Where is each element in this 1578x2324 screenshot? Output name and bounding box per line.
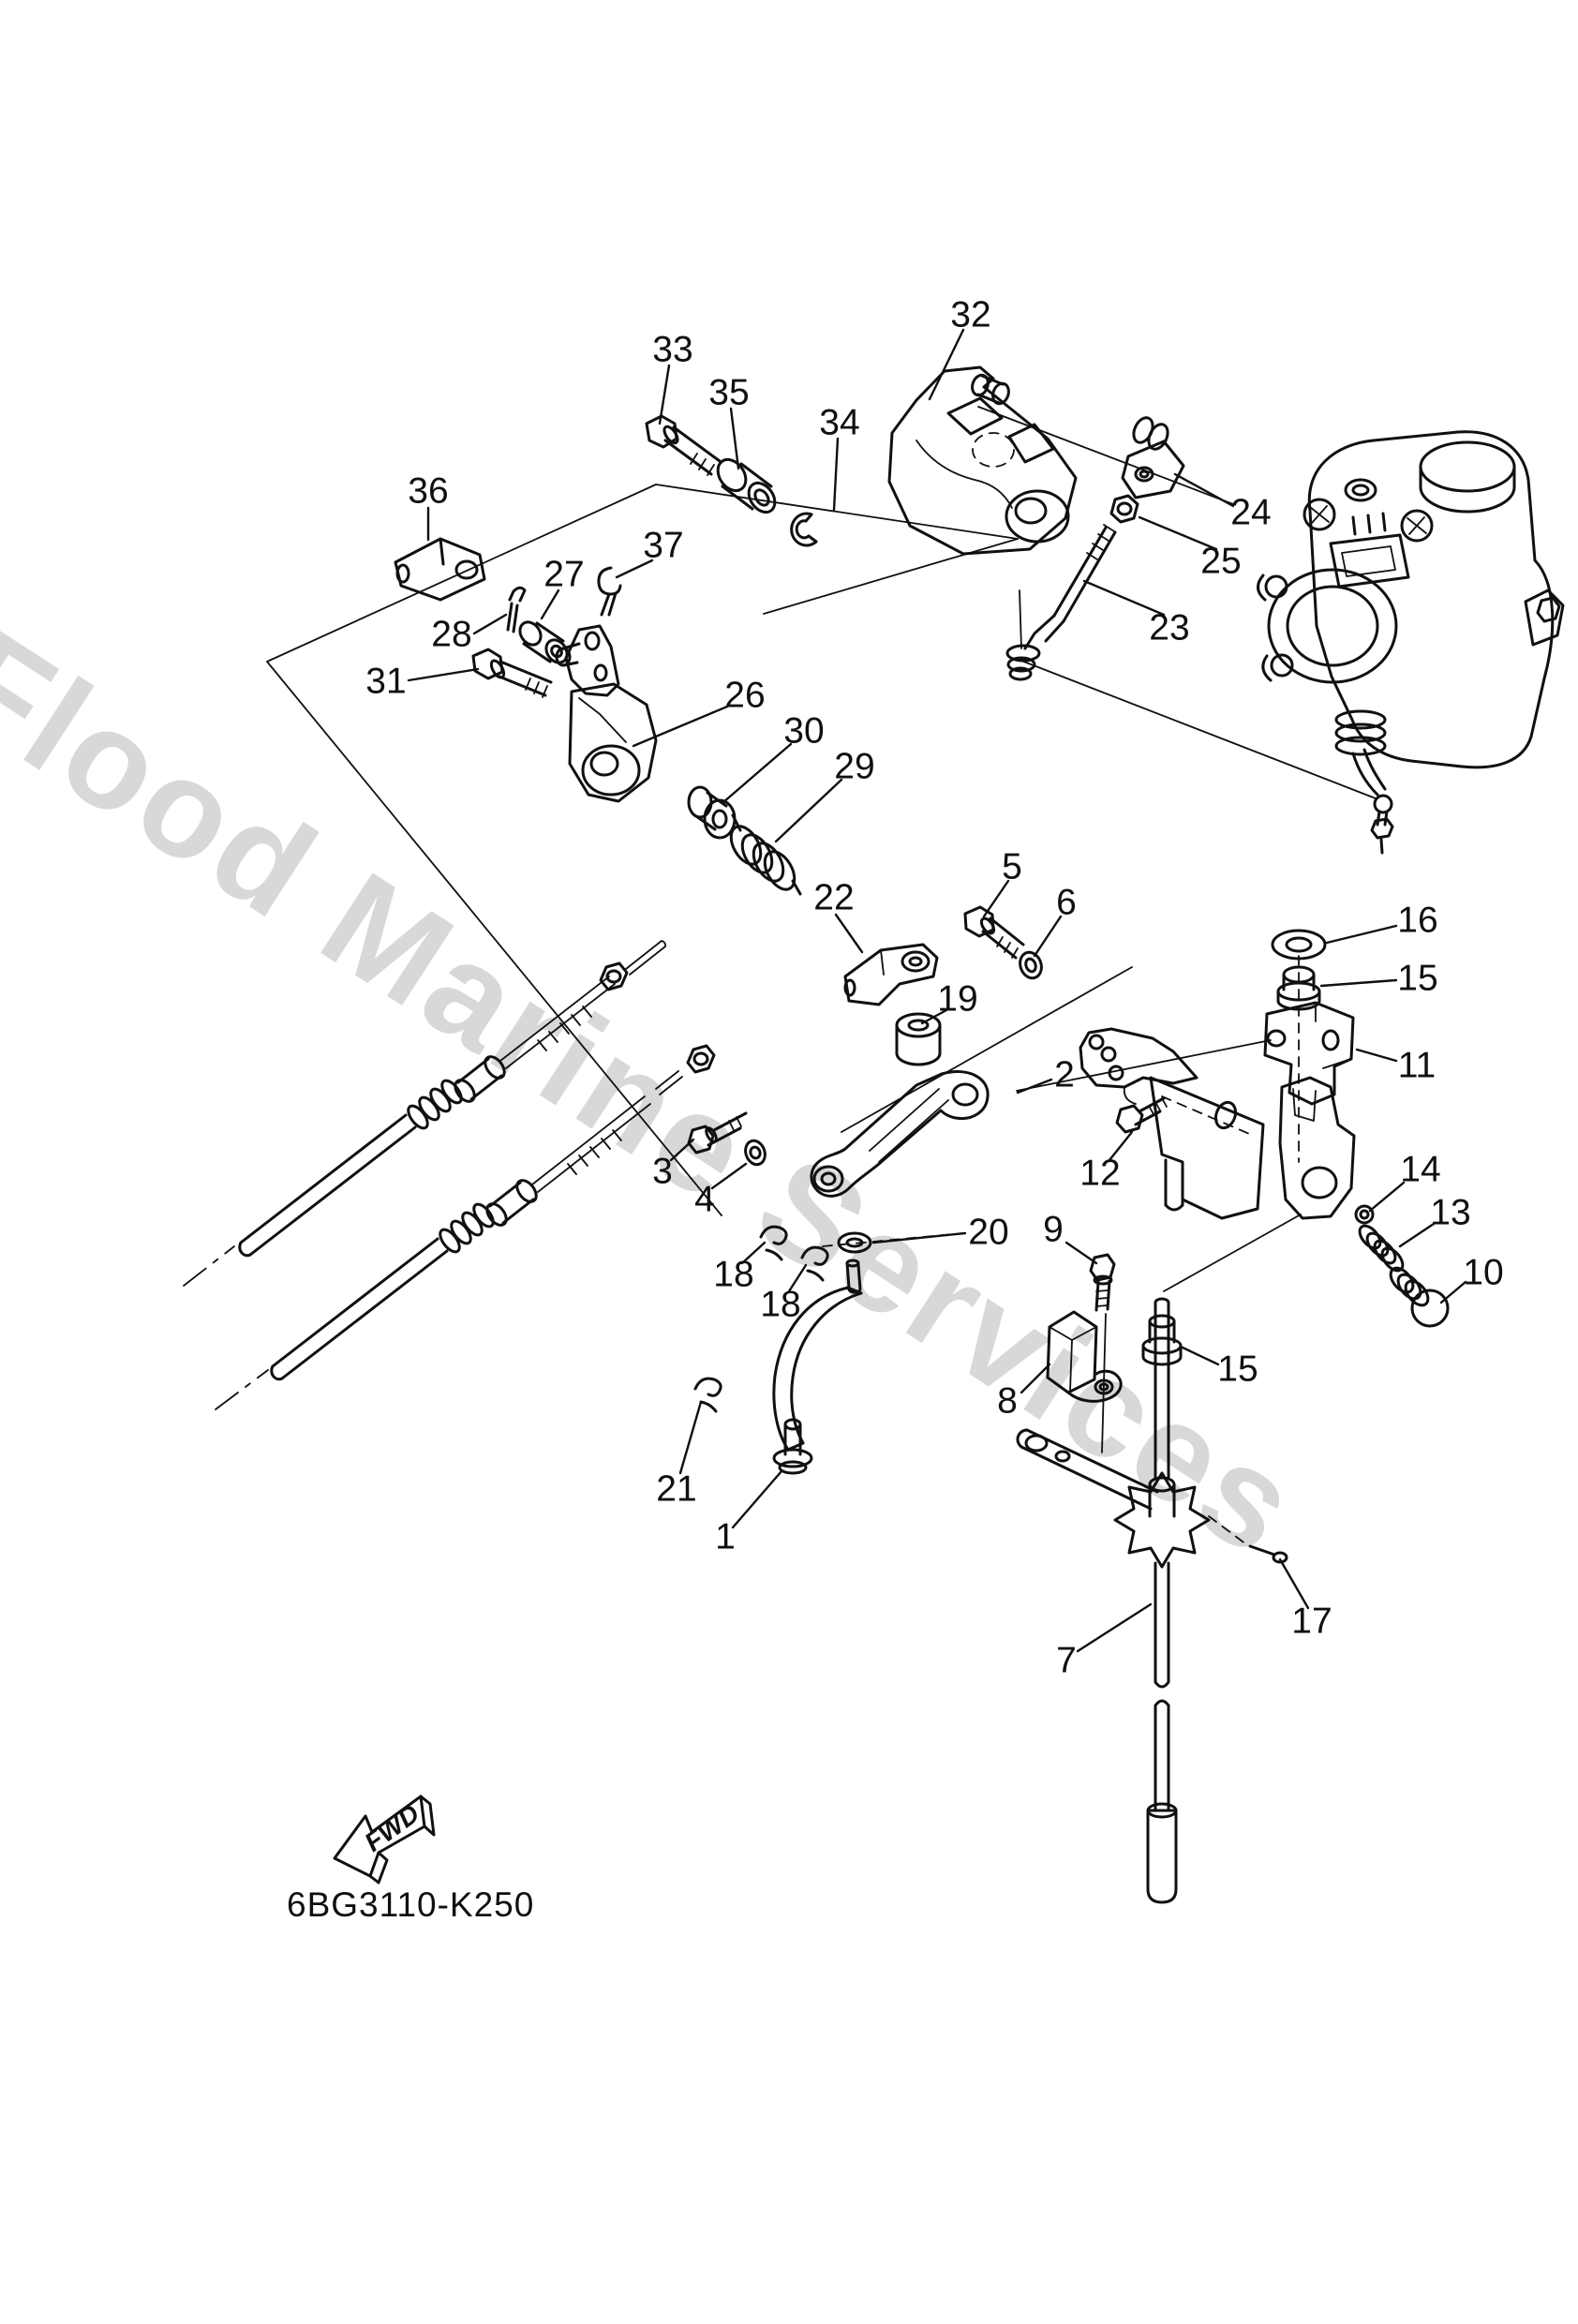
callout-27: 27: [543, 554, 585, 595]
throttle-bracket-32: [887, 365, 1078, 556]
callout-1: 1: [715, 1516, 736, 1557]
throttle-rod-23: [1005, 524, 1117, 681]
bushing-30: [687, 785, 737, 840]
star-wheel: [1113, 1471, 1211, 1569]
callout-2: 2: [1054, 1054, 1075, 1095]
callout-35: 35: [708, 372, 750, 413]
callout-8: 8: [997, 1380, 1018, 1422]
callout-14: 14: [1400, 1149, 1441, 1190]
carburetor-assembly: [1257, 430, 1565, 855]
e-clip-34: [790, 512, 818, 547]
washer-4: [744, 1139, 767, 1167]
callout-18: 18: [713, 1254, 754, 1295]
callout-37: 37: [643, 525, 684, 566]
joint-link-24: [1121, 416, 1185, 499]
bushing-27: [518, 620, 569, 664]
callout-24: 24: [1230, 492, 1272, 533]
part-code: 6BG3110-K250: [287, 1885, 535, 1924]
throttle-cable-lower: [270, 1044, 716, 1381]
cam-plate: [1079, 1027, 1198, 1105]
washer-6: [1019, 950, 1043, 980]
callout-10: 10: [1463, 1252, 1504, 1293]
throttle-lever-26: [555, 624, 658, 803]
lever-arm: [1016, 1428, 1159, 1511]
pin-20: [845, 1259, 862, 1294]
hook-18a: [759, 1225, 788, 1261]
pin-17: [1248, 1544, 1288, 1564]
callout-13: 13: [1430, 1192, 1471, 1233]
bushing-35: [716, 457, 777, 514]
mount-bracket-12: [1149, 1076, 1265, 1220]
callout-25: 25: [1200, 541, 1242, 582]
cotter-pin-37: [597, 566, 622, 617]
bushing-15-lower: [1141, 1314, 1183, 1366]
leader-lines: [407, 328, 1467, 1653]
spring-13: [1358, 1224, 1405, 1273]
bolt-31: [471, 648, 553, 698]
throttle-link-2: [810, 1070, 990, 1198]
throttle-shaft-7: [1146, 1297, 1178, 1904]
lever-clamp: [1278, 1076, 1356, 1220]
bolt-12: [1115, 1096, 1168, 1134]
callout-31: 31: [365, 661, 407, 702]
callout-18: 18: [760, 1284, 801, 1325]
bracket-11: [1263, 1001, 1355, 1106]
callout-21: 21: [656, 1468, 697, 1510]
ring-14: [1354, 1204, 1375, 1225]
callout-15: 15: [1397, 958, 1438, 999]
callout-32: 32: [950, 294, 991, 335]
screw-10: [1389, 1266, 1450, 1328]
fwd-label: FWD: [359, 1798, 424, 1857]
callout-20: 20: [968, 1212, 1009, 1253]
callout-34: 34: [819, 402, 860, 443]
cable-joint-36: [394, 537, 486, 602]
nut-25: [1109, 494, 1139, 524]
callout-12: 12: [1079, 1153, 1121, 1194]
spring-29: [729, 813, 802, 896]
cable-end-22: [843, 943, 939, 1006]
callout-22: 22: [813, 877, 855, 918]
sensor-block-8: [1046, 1310, 1123, 1403]
callout-9: 9: [1043, 1209, 1064, 1250]
bushing-19: [895, 1012, 942, 1066]
washer-16: [1271, 929, 1327, 961]
callout-26: 26: [724, 675, 766, 716]
bolt-3: [687, 1111, 748, 1155]
callout-28: 28: [431, 614, 472, 655]
throttle-cable-upper: [238, 940, 666, 1258]
callout-36: 36: [408, 470, 449, 512]
phantom-lines: [183, 406, 1377, 1545]
callout-30: 30: [783, 710, 825, 752]
callout-33: 33: [652, 329, 693, 370]
callout-3: 3: [652, 1151, 673, 1192]
washer-20: [837, 1231, 872, 1254]
callout-19: 19: [937, 978, 978, 1020]
callout-11: 11: [1397, 1045, 1437, 1086]
callout-15: 15: [1217, 1348, 1258, 1390]
hook-18b: [800, 1245, 829, 1282]
callout-6: 6: [1056, 882, 1077, 923]
callout-29: 29: [834, 746, 875, 787]
bolt-5: [963, 905, 1025, 960]
curved-arm-1: [772, 1286, 863, 1475]
callout-16: 16: [1397, 900, 1438, 941]
hook-21: [693, 1377, 722, 1413]
callout-4: 4: [694, 1179, 715, 1220]
pin-28: [506, 586, 527, 633]
bolt-9: [1089, 1253, 1116, 1312]
bolt-33: [645, 414, 722, 476]
callout-7: 7: [1056, 1640, 1077, 1681]
fwd-direction-arrow: FWD: [333, 1795, 436, 1885]
callout-5: 5: [1002, 846, 1022, 887]
callout-23: 23: [1149, 607, 1190, 648]
callout-17: 17: [1291, 1601, 1332, 1642]
